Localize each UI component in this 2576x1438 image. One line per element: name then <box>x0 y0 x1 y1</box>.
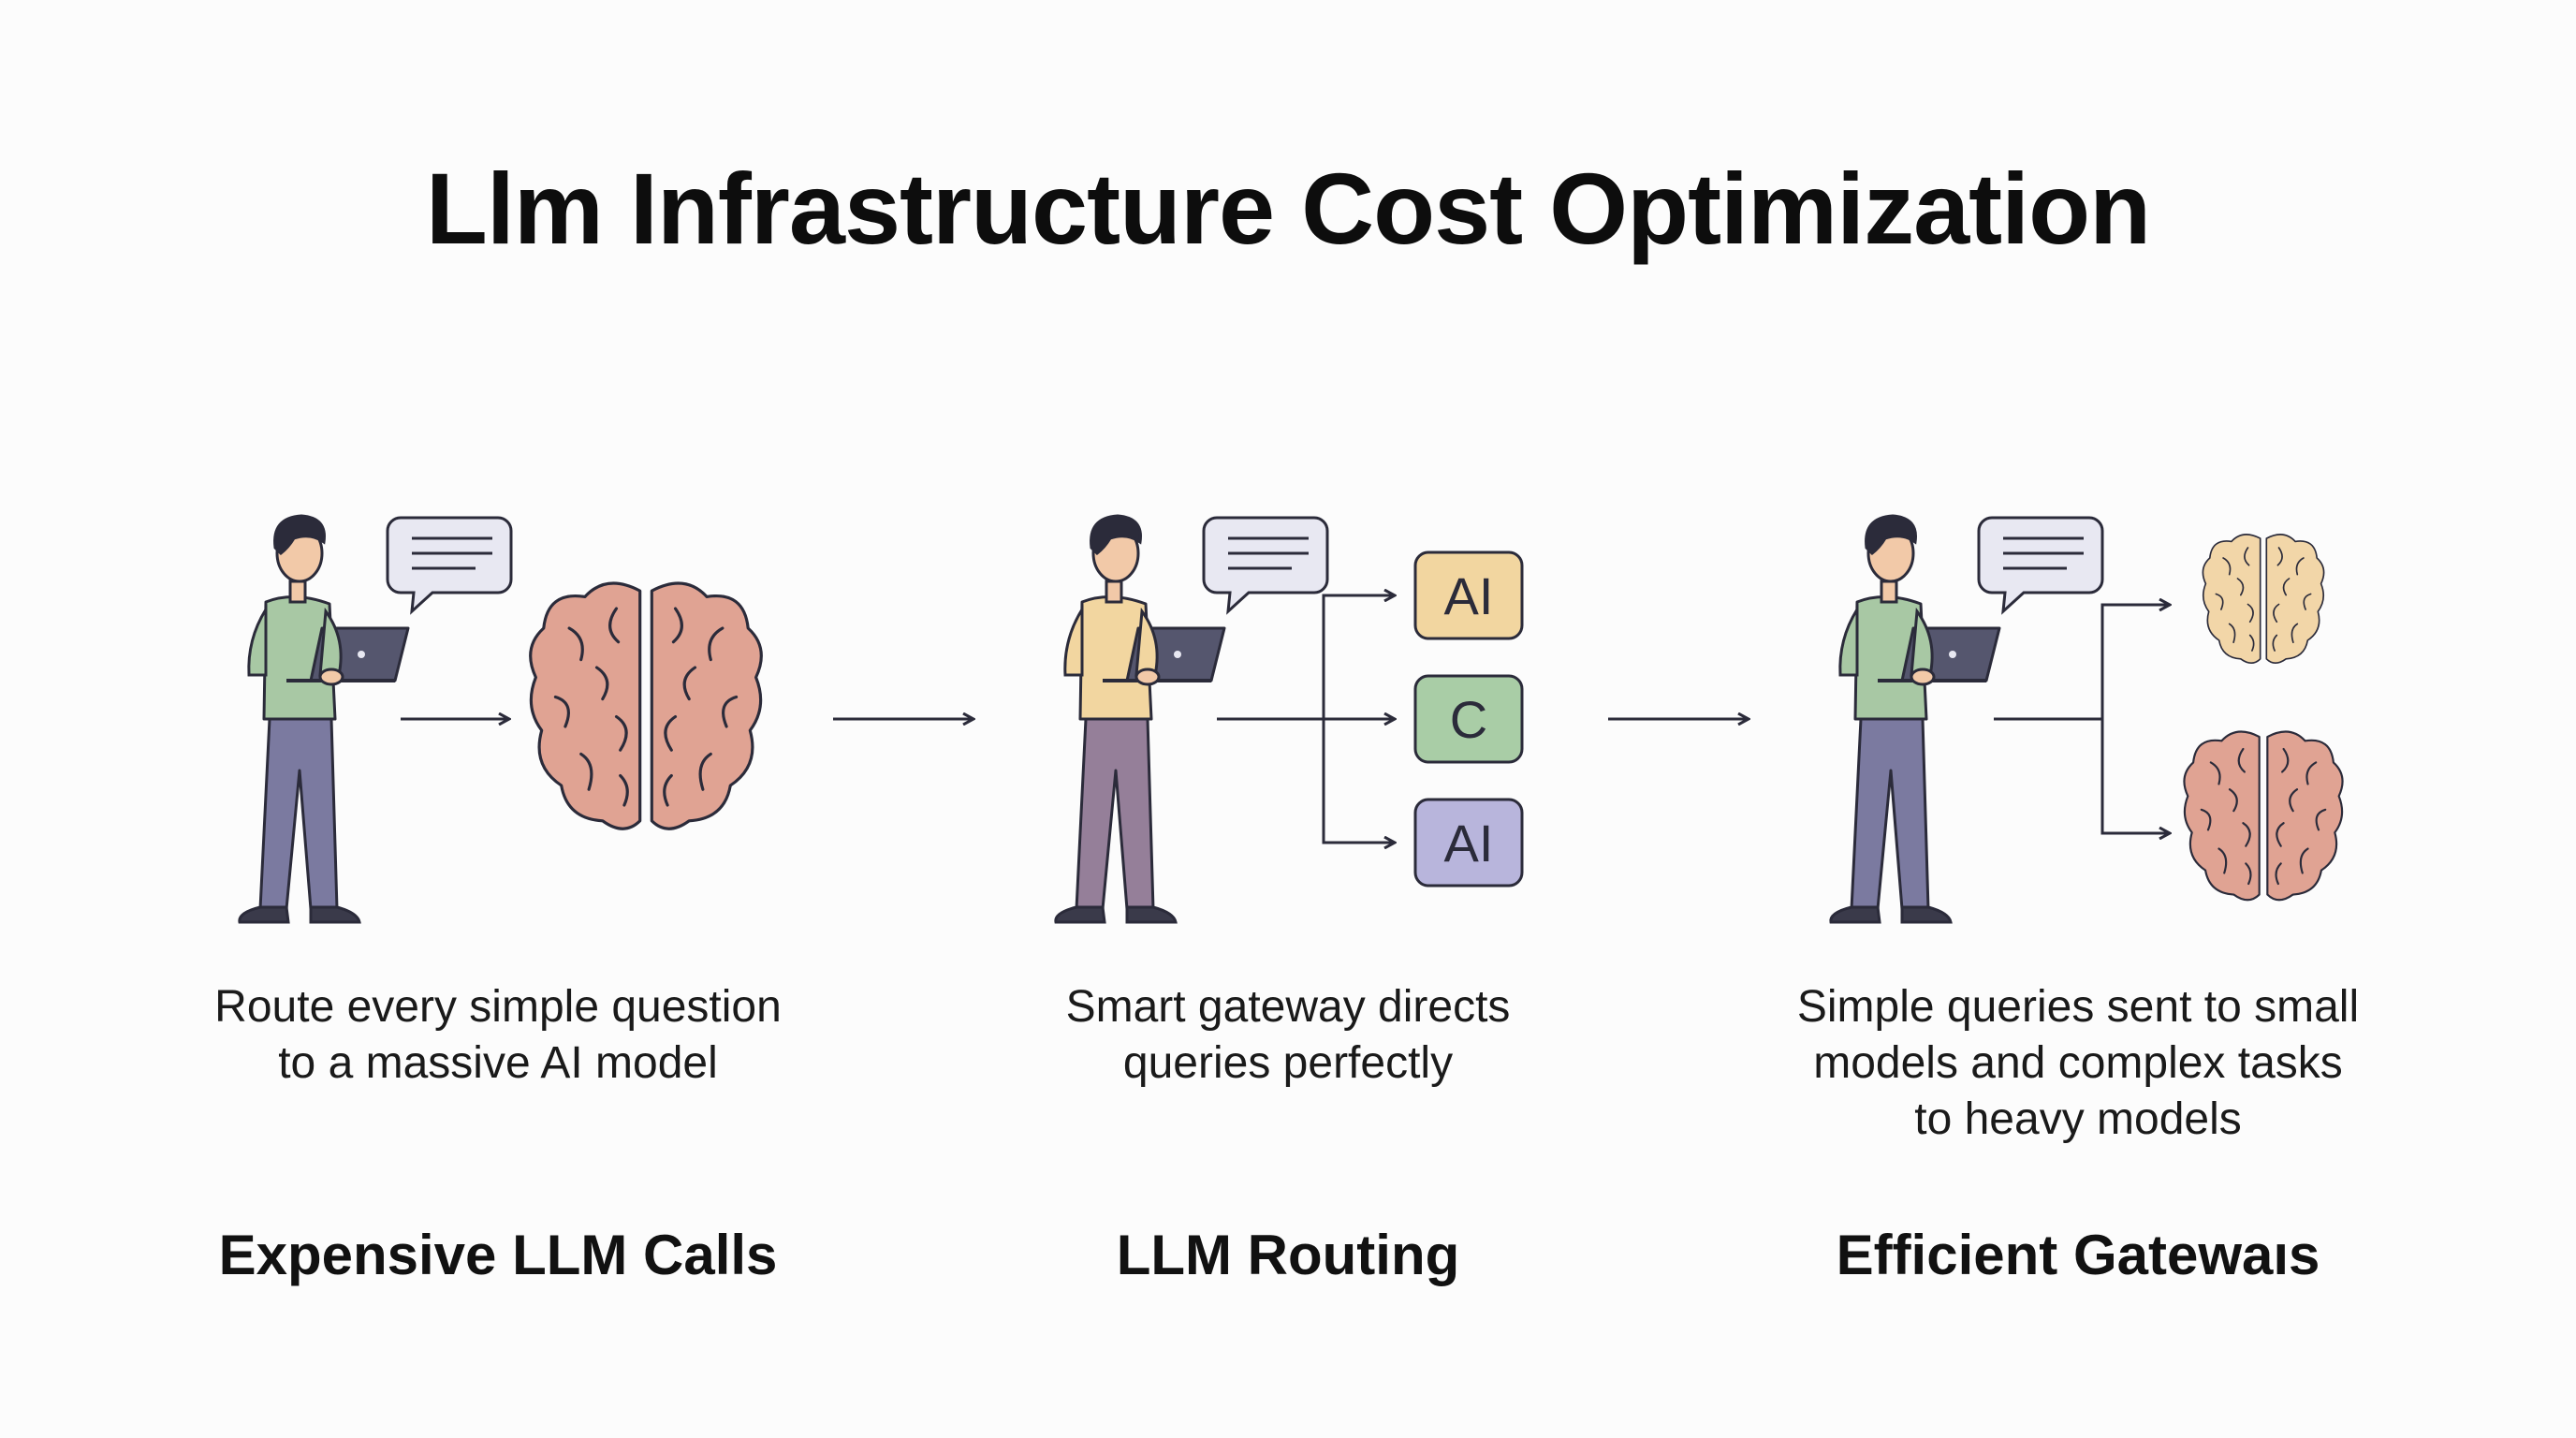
panel-label: Efficient Gatewaıs <box>1836 1224 2320 1286</box>
svg-text:AI: AI <box>1444 814 1494 873</box>
small-brain-icon <box>2202 534 2325 665</box>
panel-label: Expensive LLM Calls <box>218 1224 778 1286</box>
large-brain-icon <box>2183 730 2344 902</box>
model-chip-ai-top: AI <box>1413 550 1524 640</box>
panel-description: Simple queries sent to small models and … <box>1796 982 2360 1144</box>
model-chip-ai-bottom: AI <box>1413 798 1524 888</box>
large-brain-icon <box>529 581 763 830</box>
page-title: Llm Infrastructure Cost Optimization <box>425 152 2151 265</box>
panel-description: Smart gateway directs queries perfectly <box>1065 982 1511 1088</box>
panel-label: LLM Routing <box>1116 1224 1460 1286</box>
router-branches <box>1217 595 1395 843</box>
router-branches <box>1994 605 2170 833</box>
model-chip-c: C <box>1413 674 1524 764</box>
svg-text:C: C <box>1450 690 1487 749</box>
panel-description: Route every simple question to a massive… <box>214 982 782 1088</box>
svg-text:AI: AI <box>1444 566 1494 625</box>
